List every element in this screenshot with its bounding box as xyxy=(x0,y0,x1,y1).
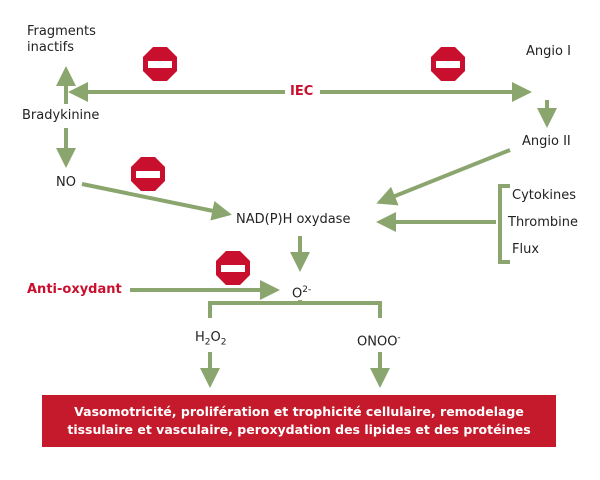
node-no: NO xyxy=(56,175,76,190)
h2o2-h: H xyxy=(195,330,205,345)
outcome-line2: tissulaire et vasculaire, peroxydation d… xyxy=(67,422,531,437)
node-angio2: Angio II xyxy=(522,134,571,149)
h2o2-sub1: 2 xyxy=(204,337,211,348)
node-thrombine: Thrombine xyxy=(508,215,578,230)
node-fragments-inactifs: Fragments inactifs xyxy=(27,24,96,56)
h2o2-o: O xyxy=(210,330,221,345)
stimuli-bracket xyxy=(498,184,510,264)
o2-superscript: 2- xyxy=(302,285,312,295)
arrow-angio2-to-nadph xyxy=(376,148,511,206)
stop-sign-no-icon xyxy=(131,157,165,191)
onoo-superscript: - xyxy=(397,333,401,343)
onoo-text: ONOO xyxy=(357,334,398,350)
fragments-line2: inactifs xyxy=(27,40,75,55)
fragments-line1: Fragments xyxy=(27,24,96,39)
node-anti-oxydant: Anti-oxydant xyxy=(27,282,122,297)
node-angio1: Angio I xyxy=(526,44,571,59)
node-h2o2: H2O2 xyxy=(195,330,226,351)
outcome-line1: Vasomotricité, prolifération et trophici… xyxy=(74,404,524,419)
node-flux: Flux xyxy=(512,242,540,257)
stop-sign-antioxydant-icon xyxy=(216,251,250,285)
h2o2-sub2: 2 xyxy=(220,337,227,348)
node-bradykinine: Bradykinine xyxy=(22,108,100,123)
outcome-box: Vasomotricité, prolifération et trophici… xyxy=(42,395,556,447)
node-o2-superoxide: O2- xyxy=(292,282,311,302)
o2-text: O xyxy=(292,286,303,302)
stop-sign-angio-icon xyxy=(431,47,465,81)
node-onoo: ONOO- xyxy=(357,330,401,350)
node-iec: IEC xyxy=(290,84,314,99)
o2-branch-bracket xyxy=(208,301,382,318)
stop-sign-bradykinine-icon xyxy=(143,47,177,81)
node-nadph-oxydase: NAD(P)H oxydase xyxy=(236,212,351,227)
node-cytokines: Cytokines xyxy=(512,188,576,203)
arrow-no-to-nadph xyxy=(81,182,232,221)
